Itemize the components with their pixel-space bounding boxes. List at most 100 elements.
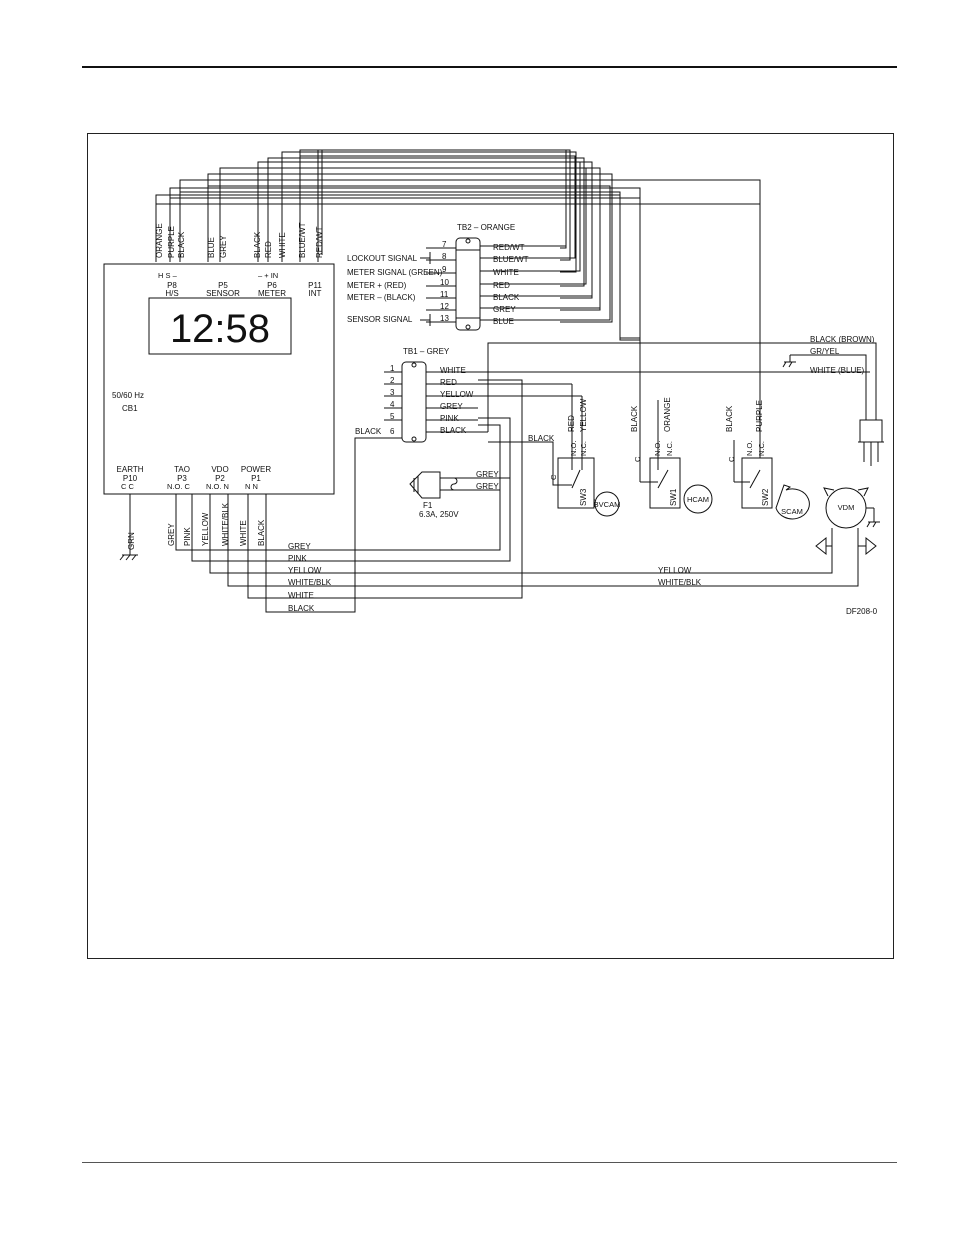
footer-rule	[82, 1162, 897, 1163]
svg-text:1: 1	[390, 364, 395, 373]
svg-text:WHITE: WHITE	[493, 268, 519, 277]
figure-code: DF208-0	[846, 607, 878, 616]
svg-text:WHITE/BLK: WHITE/BLK	[288, 578, 332, 587]
clock-time: 12:58	[170, 307, 270, 351]
power-cord: BLACK (BROWN) GR/YEL WHITE (BLUE)	[782, 335, 884, 466]
svg-text:YELLOW: YELLOW	[288, 566, 322, 575]
connector-p1: P1	[251, 474, 261, 483]
svg-text:ORANGE: ORANGE	[155, 223, 164, 258]
svg-text:METER – (BLACK): METER – (BLACK)	[347, 293, 416, 302]
svg-text:SENSOR SIGNAL: SENSOR SIGNAL	[347, 315, 413, 324]
svg-text:METER SIGNAL (GREEN): METER SIGNAL (GREEN)	[347, 268, 443, 277]
board-label: CB1	[122, 404, 138, 413]
connector-p6: P6	[267, 281, 277, 290]
svg-text:PURPLE: PURPLE	[167, 226, 176, 258]
svg-text:GR/YEL: GR/YEL	[810, 347, 840, 356]
svg-text:PINK: PINK	[288, 554, 307, 563]
svg-text:WHITE: WHITE	[278, 232, 287, 258]
svg-text:INT: INT	[309, 289, 322, 298]
svg-text:12: 12	[440, 302, 449, 311]
freq-label: 50/60 Hz	[112, 391, 144, 400]
svg-text:WHITE/BLK: WHITE/BLK	[658, 578, 702, 587]
svg-text:EARTH: EARTH	[117, 465, 144, 474]
svg-text:WHITE: WHITE	[239, 520, 248, 546]
svg-text:BLACK (BROWN): BLACK (BROWN)	[810, 335, 875, 344]
switch-sw1: N.O. N.C. C BLACK ORANGE SW1 HCAM	[630, 397, 713, 514]
svg-text:BLACK: BLACK	[288, 604, 315, 613]
svg-text:METER: METER	[258, 289, 286, 298]
header-rule	[82, 66, 897, 68]
svg-text:YELLOW: YELLOW	[579, 398, 588, 432]
svg-text:BLACK: BLACK	[528, 434, 555, 443]
svg-text:YELLOW: YELLOW	[201, 512, 210, 546]
svg-text:F1: F1	[423, 501, 433, 510]
svg-text:YELLOW: YELLOW	[658, 566, 692, 575]
svg-text:PINK: PINK	[440, 414, 459, 423]
svg-text:GREY: GREY	[476, 470, 499, 479]
connector-p11: P11	[308, 281, 322, 290]
svg-text:GREY: GREY	[476, 482, 499, 491]
svg-text:BLACK: BLACK	[440, 426, 467, 435]
svg-text:BLUE: BLUE	[493, 317, 514, 326]
svg-text:BLUE/WT: BLUE/WT	[298, 222, 307, 258]
svg-text:N.O. C: N.O. C	[167, 482, 191, 491]
svg-text:RED: RED	[264, 241, 273, 258]
svg-text:11: 11	[440, 290, 449, 299]
connector-p2: P2	[215, 474, 225, 483]
svg-text:TB1 – GREY: TB1 – GREY	[403, 347, 450, 356]
top-connectors: H S – P8 H/S P5 SENSOR – + IN P6 METER P…	[158, 271, 322, 298]
svg-text:3: 3	[390, 388, 395, 397]
svg-text:N.C.: N.C.	[757, 441, 766, 456]
svg-text:PINK: PINK	[183, 527, 192, 546]
svg-text:TAO: TAO	[174, 465, 190, 474]
svg-text:BLUE: BLUE	[207, 237, 216, 258]
svg-text:5: 5	[390, 412, 395, 421]
svg-text:WHITE/BLK: WHITE/BLK	[221, 502, 230, 546]
svg-text:RED/WT: RED/WT	[315, 226, 324, 258]
svg-text:GREY: GREY	[493, 305, 516, 314]
connector-p8: P8	[167, 281, 177, 290]
clock-display	[148, 297, 292, 355]
svg-text:SENSOR: SENSOR	[206, 289, 240, 298]
svg-text:GRN: GRN	[127, 532, 136, 550]
svg-text:BLUE/WT: BLUE/WT	[493, 255, 529, 264]
tb2-row-12: 12 GREY	[426, 302, 516, 314]
switch-sw3: N.O. N.C. C RED YELLOW SW3 BLACK BVCAM	[488, 384, 620, 517]
svg-text:BLACK: BLACK	[253, 231, 262, 258]
svg-text:2: 2	[390, 376, 395, 385]
svg-text:N N: N N	[245, 482, 258, 491]
top-wire-labels: ORANGE PURPLE BLACK BLUE GREY BLACK RED …	[155, 222, 324, 258]
svg-text:GREY: GREY	[288, 542, 311, 551]
tb1-row-3: 3 YELLOW	[384, 388, 582, 399]
svg-text:GREY: GREY	[167, 523, 176, 546]
svg-text:YELLOW: YELLOW	[440, 390, 474, 399]
svg-text:6.3A, 250V: 6.3A, 250V	[419, 510, 459, 519]
svg-text:N.C.: N.C.	[665, 441, 674, 456]
controller-board: 12:58 50/60 Hz CB1	[103, 263, 335, 495]
top-harness	[155, 149, 761, 458]
svg-text:BLACK: BLACK	[257, 519, 266, 546]
motor-hcam: HCAM	[687, 495, 709, 504]
svg-text:C: C	[633, 456, 642, 462]
svg-text:SW2: SW2	[761, 488, 770, 506]
svg-text:N.O. N: N.O. N	[206, 482, 229, 491]
svg-text:4: 4	[390, 400, 395, 409]
tb1-row-5: 5 PINK	[384, 412, 478, 423]
svg-text:VDO: VDO	[211, 465, 228, 474]
connector-p3: P3	[177, 474, 187, 483]
svg-text:BLACK: BLACK	[177, 231, 186, 258]
svg-text:7: 7	[442, 240, 447, 249]
svg-text:SW3: SW3	[579, 488, 588, 506]
motor-scam: SCAM	[781, 507, 803, 516]
svg-text:8: 8	[442, 252, 447, 261]
